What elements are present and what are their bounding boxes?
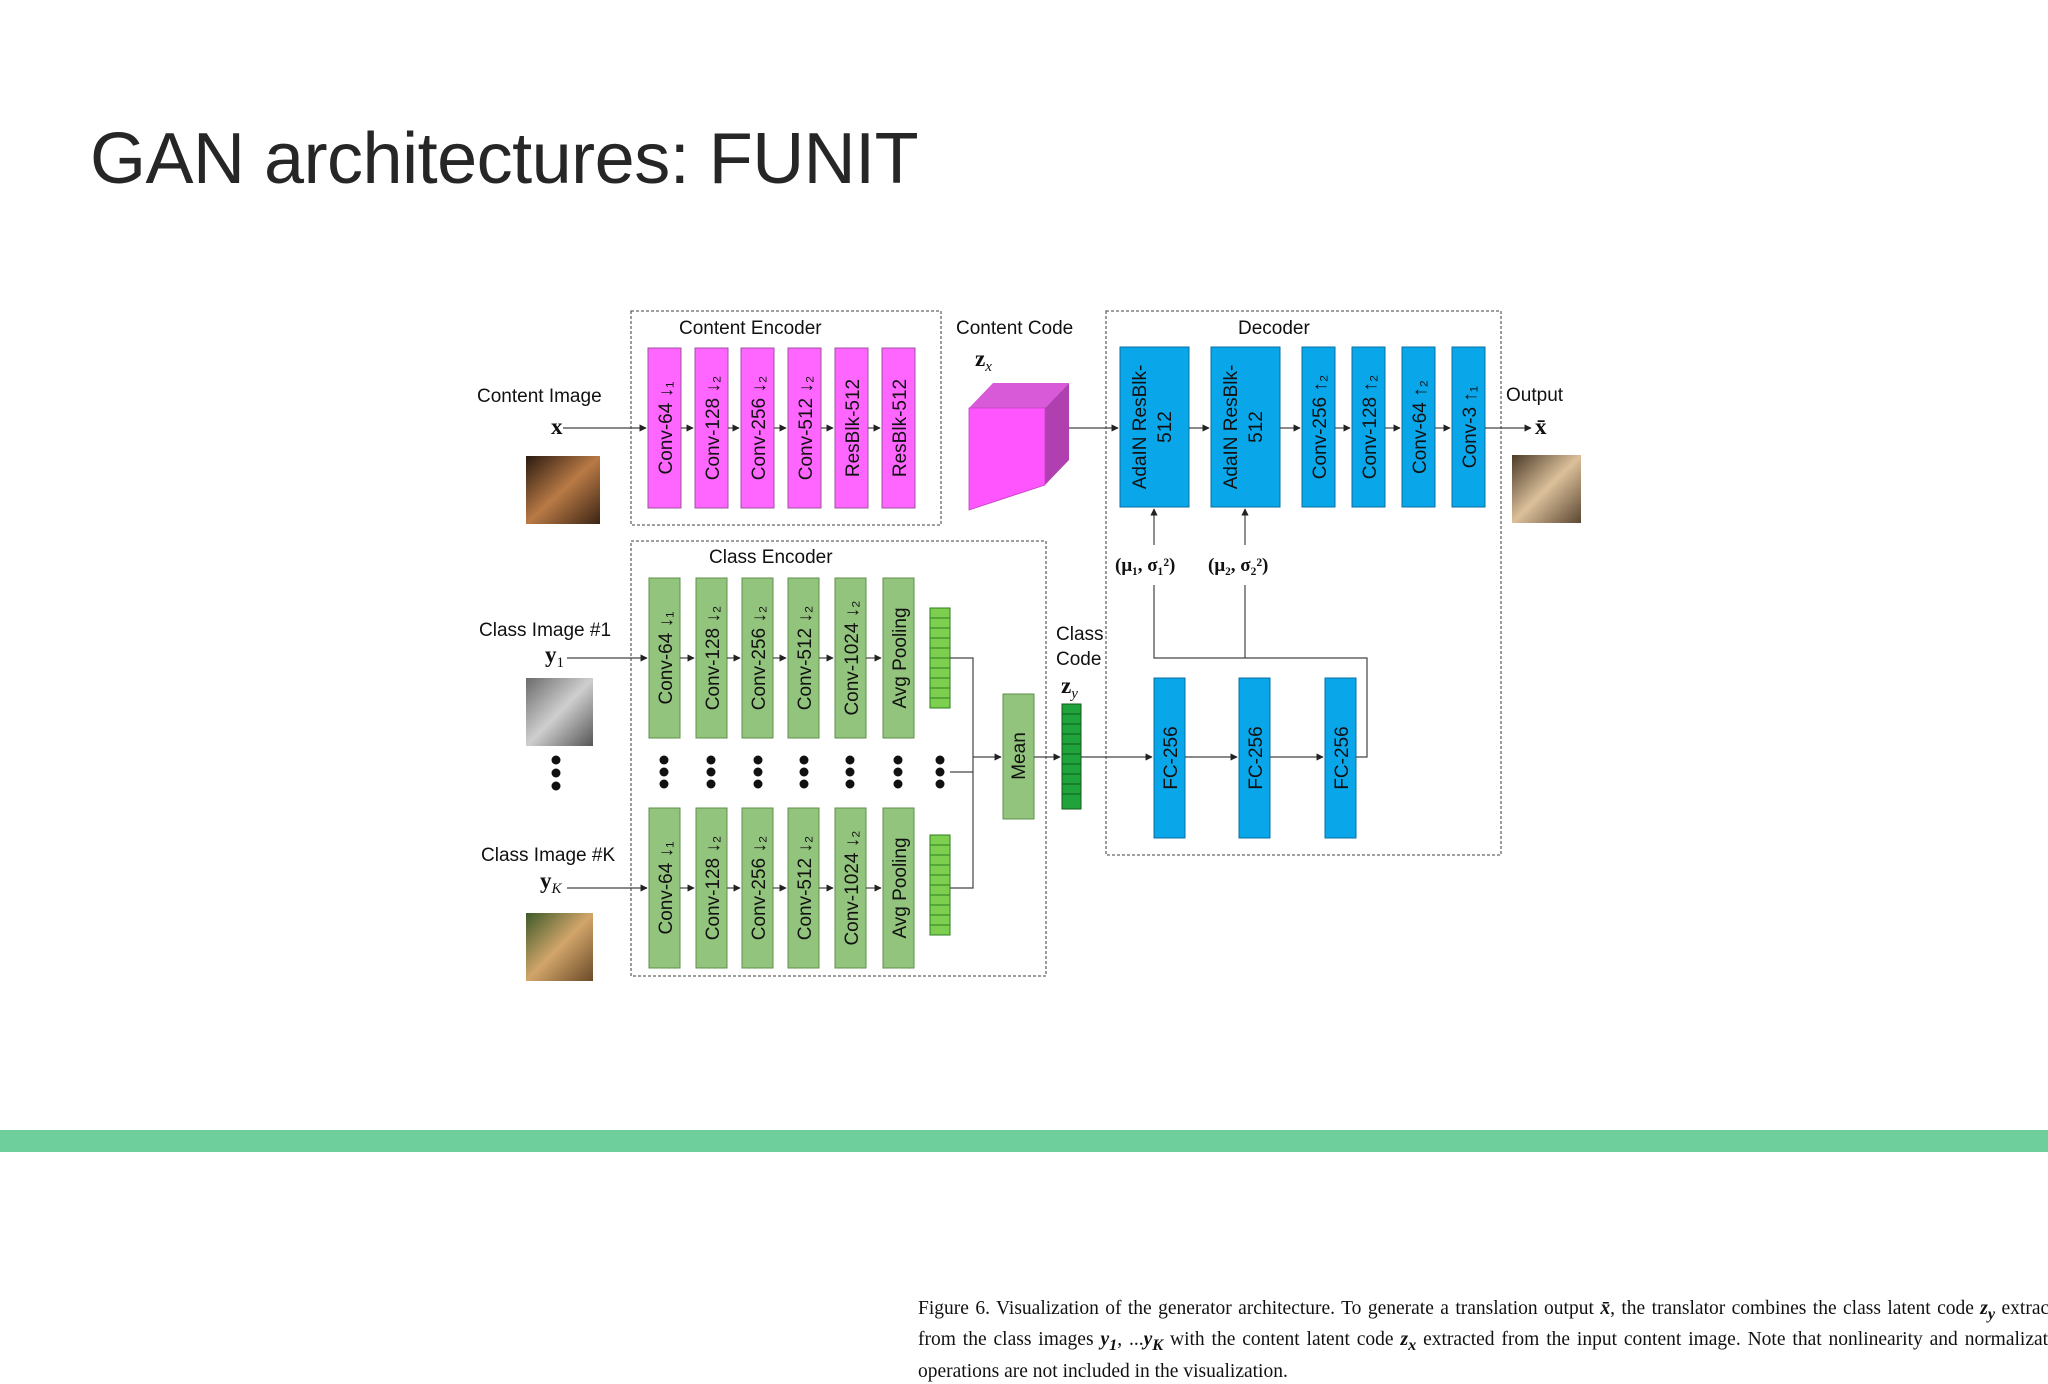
content-block-4-label: Conv-512 ↓₂ — [796, 376, 817, 481]
zy-symbol: zy — [1061, 673, 1078, 702]
class-image-k-label: Class Image #K — [481, 845, 615, 866]
class-block-5-label: Conv-1024 ↓₂ — [842, 600, 863, 715]
class-block-3 — [741, 577, 774, 739]
fc-block-1-label: FC-256 — [1161, 726, 1182, 789]
connectors — [563, 424, 1532, 892]
decoder-label: Decoder — [1238, 318, 1310, 339]
fc-block-3-label: FC-256 — [1332, 726, 1353, 789]
content-block-6-label: ResBlk-512 — [890, 379, 911, 477]
decoder-conv-block-4 — [1451, 346, 1486, 508]
decoder-conv-block-3 — [1401, 346, 1436, 508]
content-block-1 — [647, 347, 682, 509]
decoder-conv-block-4-label: Conv-3 ↑₁ — [1460, 386, 1481, 468]
class-block-1-label: Conv-64 ↓₁ — [656, 611, 677, 704]
class-block-k-5-label: Conv-1024 ↓₂ — [842, 830, 863, 945]
class-block-2-label: Conv-128 ↓₂ — [703, 606, 724, 711]
decoder-conv-block-2 — [1351, 346, 1386, 508]
content-block-3 — [740, 347, 775, 509]
class-encoder-row-1: Conv-64 ↓₁ Conv-128 ↓₂ Conv-256 ↓₂ Conv-… — [648, 577, 951, 739]
decoder-blocks: AdaIN ResBlk- 512 AdaIN ResBlk- 512 Conv… — [1119, 346, 1486, 508]
adain-block-1 — [1119, 346, 1190, 508]
class-block-k-1-label: Conv-64 ↓₁ — [656, 841, 677, 934]
class-block-6-label: Avg Pooling — [890, 607, 911, 708]
class-block-k-2-label: Conv-128 ↓₂ — [703, 836, 724, 941]
content-code-label: Content Code — [956, 318, 1073, 339]
class-code-vector — [1061, 703, 1082, 810]
decoder-conv-block-1-label: Conv-256 ↑₂ — [1310, 375, 1331, 480]
class-block-4 — [787, 577, 820, 739]
adain-block-1-label-line2: 512 — [1155, 411, 1176, 443]
class-code-label-line2: Code — [1056, 649, 1101, 670]
fc-block-2-label: FC-256 — [1246, 726, 1267, 789]
y1-symbol: y1 — [545, 642, 564, 671]
class-block-k-4 — [787, 807, 820, 969]
mu2-sigma2-label: (μ₂, σ₂²) — [1208, 555, 1268, 576]
class-code-label-line1: Class — [1056, 624, 1104, 645]
class-block-4-label: Conv-512 ↓₂ — [795, 606, 816, 711]
class-block-k-6 — [882, 807, 915, 969]
content-block-1-label: Conv-64 ↓₁ — [656, 381, 677, 474]
class-feature-vector-k — [929, 834, 951, 936]
decoder-conv-block-3-label: Conv-64 ↑₂ — [1410, 380, 1431, 474]
content-encoder-blocks: Conv-64 ↓₁ Conv-128 ↓₂ Conv-256 ↓₂ Conv-… — [647, 347, 916, 509]
fc-block-1 — [1153, 677, 1186, 839]
class-block-6 — [882, 577, 915, 739]
class-block-k-1 — [648, 807, 681, 969]
content-block-2 — [694, 347, 729, 509]
fc-block-3 — [1324, 677, 1357, 839]
decoder-conv-block-2-label: Conv-128 ↑₂ — [1360, 375, 1381, 480]
yK-symbol: yK — [540, 868, 563, 897]
class-block-1 — [648, 577, 681, 739]
output-label: Output — [1506, 385, 1564, 406]
content-encoder-box — [630, 310, 942, 526]
slide-title: GAN architectures: FUNIT — [90, 119, 919, 199]
mu1-sigma1-label: (μ₁, σ₁²) — [1115, 555, 1175, 576]
class-block-5 — [834, 577, 867, 739]
decoder-box — [1105, 310, 1502, 856]
class-block-k-5 — [834, 807, 867, 969]
class-block-2 — [695, 577, 728, 739]
content-x-symbol: x — [551, 414, 563, 439]
class-encoder-box — [630, 540, 1047, 977]
mean-block-label: Mean — [1009, 732, 1030, 780]
class-images-ellipsis — [551, 755, 561, 791]
figure-panel: Content Encoder Content Code Decoder Out… — [455, 300, 2048, 1382]
content-block-6 — [881, 347, 916, 509]
output-image-photo — [1512, 455, 1581, 523]
class-block-k-2 — [695, 807, 728, 969]
content-block-5-label: ResBlk-512 — [843, 379, 864, 477]
figure-caption: Figure 6. Visualization of the generator… — [918, 1298, 2048, 1382]
zx-symbol: zx — [975, 346, 992, 375]
content-image-label: Content Image — [477, 386, 602, 407]
content-image-photo — [526, 456, 600, 524]
class-block-k-4-label: Conv-512 ↓₂ — [795, 836, 816, 941]
funit-diagram: Content Encoder Content Code Decoder Out… — [477, 310, 1581, 981]
class-block-k-3 — [741, 807, 774, 969]
decoder-conv-block-1 — [1301, 346, 1336, 508]
adain-block-1-label-line1: AdaIN ResBlk- — [1130, 365, 1151, 490]
content-encoder-label: Content Encoder — [679, 318, 822, 339]
class-block-3-label: Conv-256 ↓₂ — [749, 606, 770, 711]
content-block-2-label: Conv-128 ↓₂ — [703, 376, 724, 481]
content-code-cube — [968, 383, 1069, 511]
class-block-k-3-label: Conv-256 ↓₂ — [749, 836, 770, 941]
class-encoder-ellipsis — [659, 755, 945, 789]
class-feature-vector-1 — [929, 607, 951, 709]
class-image-1-label: Class Image #1 — [479, 620, 611, 641]
content-block-3-label: Conv-256 ↓₂ — [749, 376, 770, 481]
class-image-1-photo — [526, 678, 593, 746]
output-xhat-symbol: x̄ — [1535, 414, 1547, 439]
bottom-accent-bar — [0, 1130, 2048, 1152]
adain-block-2-label-line2: 512 — [1246, 411, 1267, 443]
adain-block-2-label-line1: AdaIN ResBlk- — [1221, 365, 1242, 490]
fc-blocks: FC-256 FC-256 FC-256 — [1153, 677, 1357, 839]
fc-block-2 — [1238, 677, 1271, 839]
class-block-k-6-label: Avg Pooling — [890, 837, 911, 938]
class-image-k-photo — [526, 913, 593, 981]
class-encoder-label: Class Encoder — [709, 547, 833, 568]
class-encoder-row-k: Conv-64 ↓₁ Conv-128 ↓₂ Conv-256 ↓₂ Conv-… — [648, 807, 951, 969]
adain-block-2 — [1210, 346, 1281, 508]
